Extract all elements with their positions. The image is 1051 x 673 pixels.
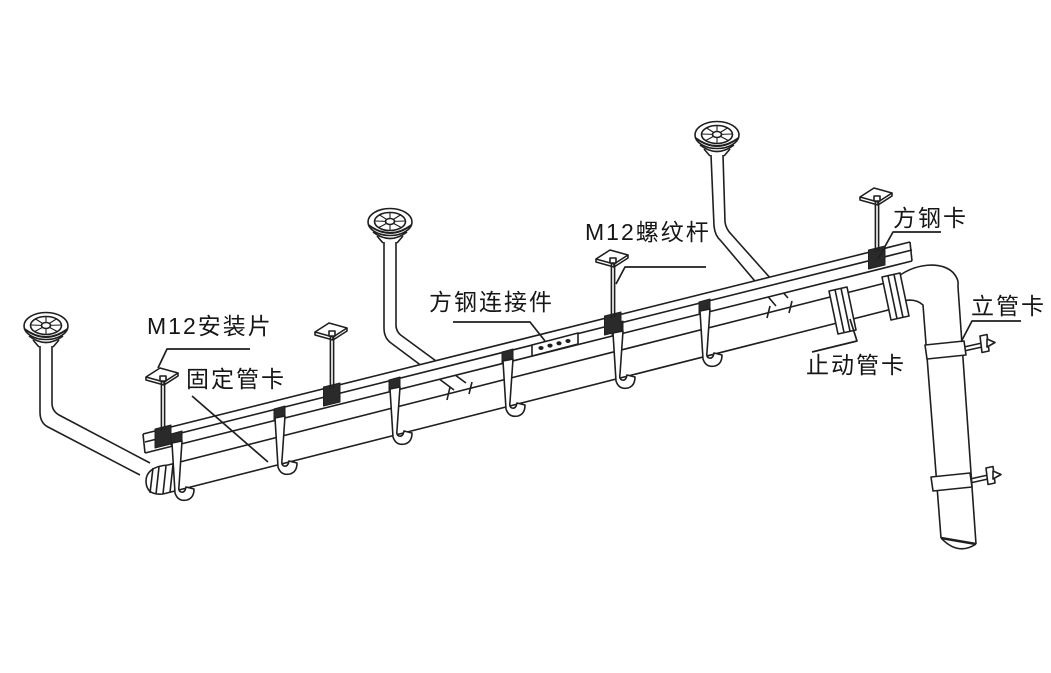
roof-drain-left (23, 311, 151, 476)
label-stop-pipe-clamp: 止动管卡 (806, 352, 906, 378)
hanger-4 (145, 367, 179, 449)
pipe-clamps (170, 298, 723, 502)
label-square-steel-clamp: 方钢卡 (893, 205, 968, 231)
hanger-1 (859, 187, 893, 270)
main-horizontal-pipe (162, 277, 906, 495)
hanger-3 (314, 322, 348, 407)
riser-clamps (924, 333, 1002, 492)
hanger-2 (595, 249, 629, 336)
square-steel-channel (142, 241, 913, 454)
square-steel-connector (531, 332, 579, 357)
leader-lines (157, 231, 1021, 463)
stop-pipe-clamps (828, 272, 910, 335)
label-square-steel-connector: 方钢连接件 (429, 289, 554, 315)
pipe-end-coupling (145, 464, 174, 495)
roof-drain-middle (367, 207, 467, 391)
label-fixed-pipe-clamp: 固定管卡 (186, 366, 286, 392)
label-m12-mounting-plate: M12安装片 (147, 313, 273, 339)
label-riser-clamp: 立管卡 (971, 293, 1046, 319)
label-m12-threaded-rod: M12螺纹杆 (585, 219, 711, 245)
hanger-assemblies (145, 187, 893, 449)
